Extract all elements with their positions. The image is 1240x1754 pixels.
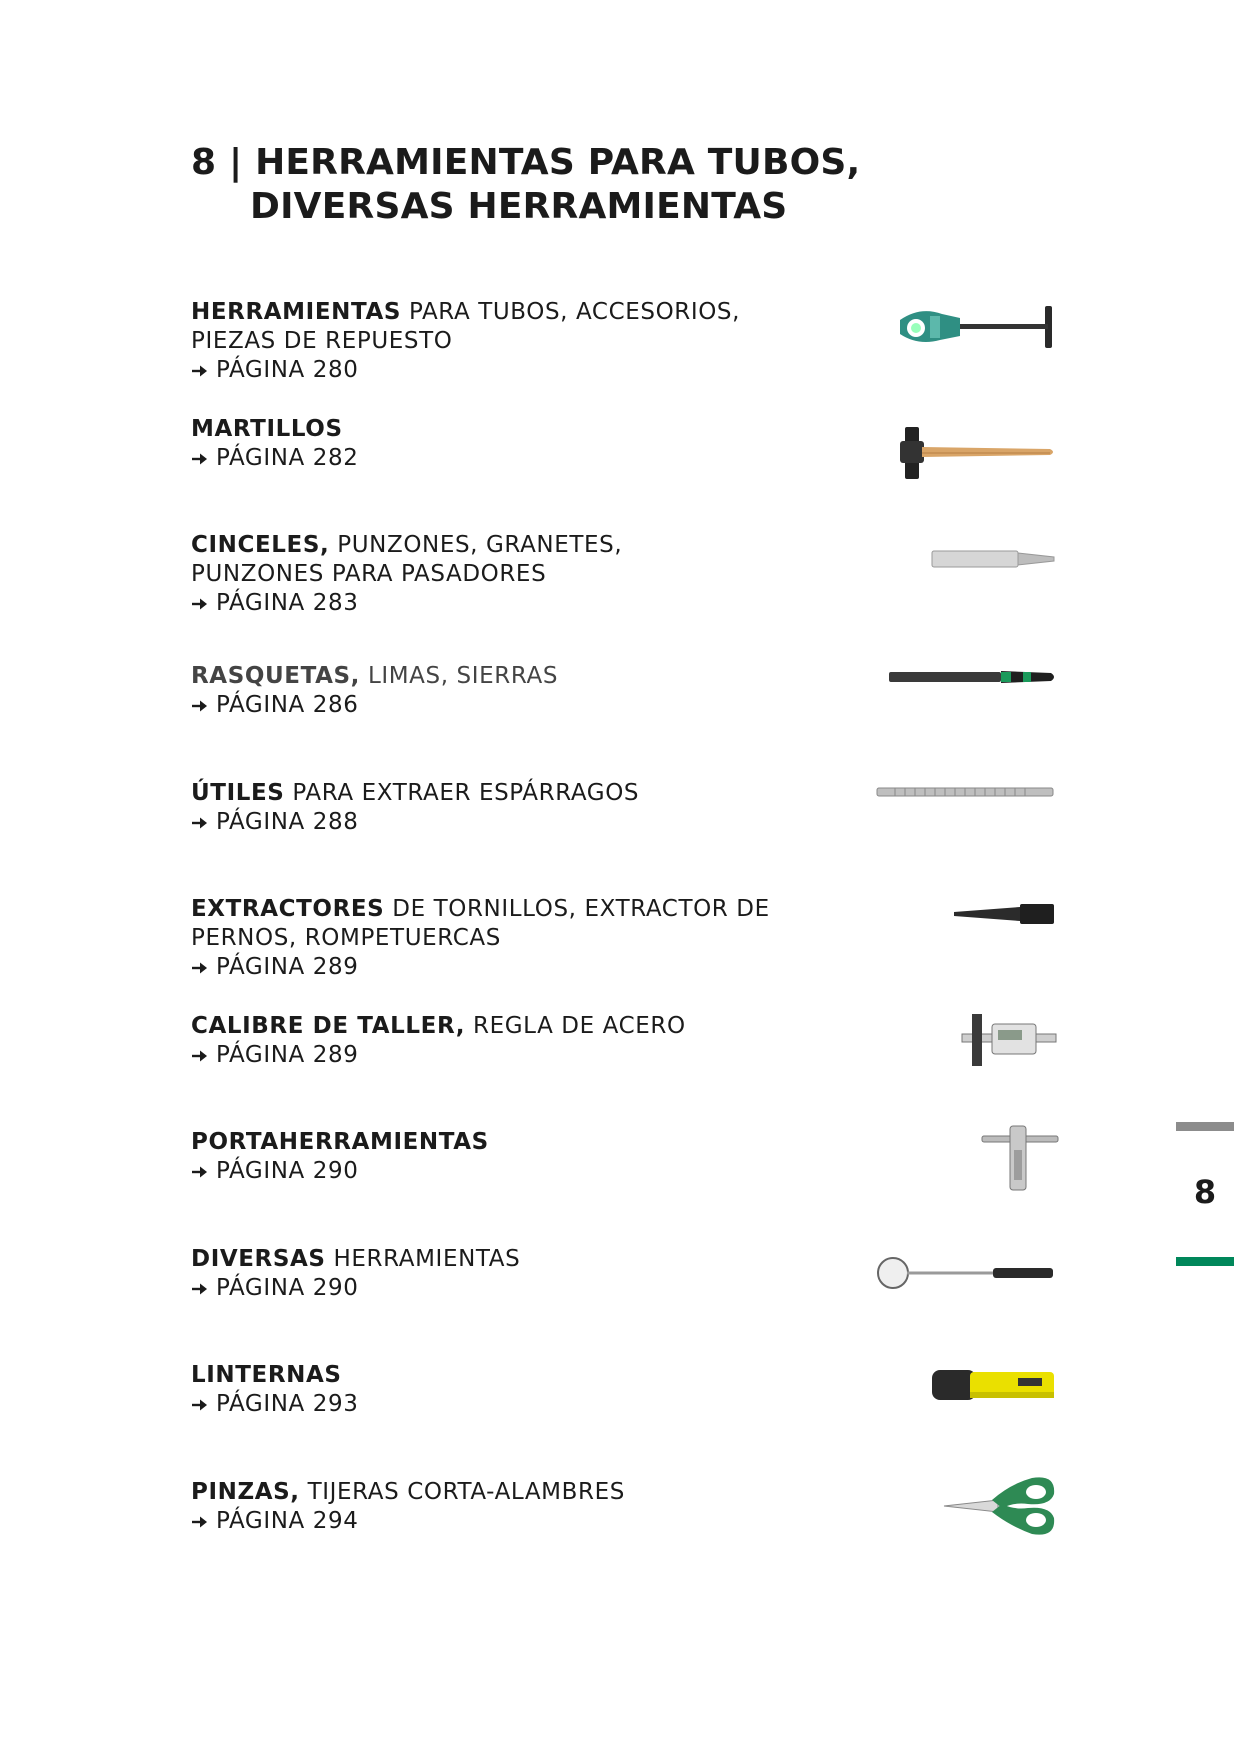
page-link[interactable]: PÁGINA 294 <box>191 1507 811 1536</box>
entry-heading: PINZAS, TIJERAS CORTA-ALAMBRES <box>191 1478 811 1507</box>
entry-heading: DIVERSAS HERRAMIENTAS <box>191 1245 811 1274</box>
page-link-label: PÁGINA 294 <box>216 1508 359 1534</box>
arrow-right-icon <box>192 817 207 828</box>
page-link-label: PÁGINA 289 <box>216 954 359 980</box>
entry-heading: EXTRACTORES DE TORNILLOS, EXTRACTOR DE P… <box>191 895 811 953</box>
catalog-entry-tool-holders: PORTAHERRAMIENTAS PÁGINA 290 <box>191 1128 811 1186</box>
arrow-right-icon <box>192 598 207 609</box>
page-link[interactable]: PÁGINA 288 <box>191 808 811 837</box>
hammer-icon <box>900 427 1053 479</box>
entry-heading-rest: PARA EXTRAER ESPÁRRAGOS <box>284 780 640 806</box>
entry-heading: CINCELES, PUNZONES, GRANETES, PUNZONES P… <box>191 531 811 589</box>
page-link-label: PÁGINA 290 <box>216 1158 359 1184</box>
page-link[interactable]: PÁGINA 282 <box>191 444 811 473</box>
page-link-label: PÁGINA 280 <box>216 357 359 383</box>
catalog-entry-pliers: PINZAS, TIJERAS CORTA-ALAMBRES PÁGINA 29… <box>191 1478 811 1536</box>
catalog-entry-stud-extractors: ÚTILES PARA EXTRAER ESPÁRRAGOS PÁGINA 28… <box>191 779 811 837</box>
entry-heading-bold: LINTERNAS <box>191 1362 342 1388</box>
page-link-label: PÁGINA 293 <box>216 1391 359 1417</box>
catalog-entry-hammers: MARTILLOS PÁGINA 282 <box>191 415 811 473</box>
file-tool-icon <box>889 671 1054 683</box>
chisel-icon <box>931 550 1055 568</box>
catalog-entry-various-tools: DIVERSAS HERRAMIENTAS PÁGINA 290 <box>191 1245 811 1303</box>
page-link[interactable]: PÁGINA 289 <box>191 953 811 982</box>
entry-heading-bold: ÚTILES <box>191 780 285 806</box>
entry-heading-bold: HERRAMIENTAS <box>191 299 402 325</box>
arrow-right-icon <box>192 962 207 973</box>
page-link[interactable]: PÁGINA 280 <box>191 356 811 385</box>
flashlight-icon <box>932 1370 1054 1400</box>
pipe-cutter-icon <box>900 306 1052 348</box>
entry-heading-bold: DIVERSAS <box>191 1246 326 1272</box>
arrow-right-icon <box>192 453 207 464</box>
catalog-entry-screw-extractors: EXTRACTORES DE TORNILLOS, EXTRACTOR DE P… <box>191 895 811 982</box>
entry-heading-rest: DE TORNILLOS, EXTRACTOR DE <box>384 896 770 922</box>
page-link-label: PÁGINA 282 <box>216 445 359 471</box>
tap-wrench-icon <box>981 1125 1059 1191</box>
chapter-tab-marker-top <box>1176 1122 1234 1131</box>
catalog-entry-chisels: CINCELES, PUNZONES, GRANETES, PUNZONES P… <box>191 531 811 618</box>
entry-heading-line-2: PUNZONES PARA PASADORES <box>191 561 547 587</box>
entry-heading-bold: PORTAHERRAMIENTAS <box>191 1129 489 1155</box>
entry-heading: CALIBRE DE TALLER, REGLA DE ACERO <box>191 1012 811 1041</box>
entry-heading-rest: TIJERAS CORTA-ALAMBRES <box>299 1479 625 1505</box>
screw-extractor-icon <box>954 904 1054 924</box>
entry-heading-rest: REGLA DE ACERO <box>465 1013 686 1039</box>
stud-extractor-icon <box>876 787 1054 797</box>
page-title: 8 | HERRAMIENTAS PARA TUBOS, DIVERSAS HE… <box>191 141 860 229</box>
entry-heading-rest: PARA TUBOS, ACCESORIOS, <box>401 299 741 325</box>
page-title-line-2: DIVERSAS HERRAMIENTAS <box>250 186 788 227</box>
entry-heading-bold: CALIBRE DE TALLER, <box>191 1013 466 1039</box>
entry-heading-bold: MARTILLOS <box>191 416 343 442</box>
entry-heading-bold: CINCELES, <box>191 532 330 558</box>
depth-caliper-icon <box>961 1014 1057 1066</box>
entry-heading: MARTILLOS <box>191 415 811 444</box>
arrow-right-icon <box>192 1050 207 1061</box>
entry-heading-rest: LIMAS, SIERRAS <box>360 663 559 689</box>
arrow-right-icon <box>192 1166 207 1177</box>
arrow-right-icon <box>192 1516 207 1527</box>
catalog-entry-pipe-tools: HERRAMIENTAS PARA TUBOS, ACCESORIOS, PIE… <box>191 298 811 385</box>
arrow-right-icon <box>192 700 207 711</box>
page-title-line-1: 8 | HERRAMIENTAS PARA TUBOS, <box>191 142 861 183</box>
chapter-tab-marker-bottom <box>1176 1257 1234 1266</box>
catalog-entry-scrapers: RASQUETAS, LIMAS, SIERRAS PÁGINA 286 <box>191 662 811 720</box>
entry-heading: ÚTILES PARA EXTRAER ESPÁRRAGOS <box>191 779 811 808</box>
entry-heading: HERRAMIENTAS PARA TUBOS, ACCESORIOS, PIE… <box>191 298 811 356</box>
entry-heading-bold: PINZAS, <box>191 1479 300 1505</box>
page-link-label: PÁGINA 288 <box>216 809 359 835</box>
page-link[interactable]: PÁGINA 290 <box>191 1274 811 1303</box>
page-link[interactable]: PÁGINA 290 <box>191 1157 811 1186</box>
page-link-label: PÁGINA 290 <box>216 1275 359 1301</box>
entry-heading-rest: HERRAMIENTAS <box>325 1246 521 1272</box>
inspection-mirror-icon <box>877 1257 1053 1289</box>
arrow-right-icon <box>192 1399 207 1410</box>
page-link-label: PÁGINA 286 <box>216 692 359 718</box>
entry-heading: RASQUETAS, LIMAS, SIERRAS <box>191 662 811 691</box>
chapter-number: 8 <box>1193 1173 1217 1211</box>
page-link-label: PÁGINA 283 <box>216 590 359 616</box>
page-link-label: PÁGINA 289 <box>216 1042 359 1068</box>
arrow-right-icon <box>192 1283 207 1294</box>
catalog-entry-calipers: CALIBRE DE TALLER, REGLA DE ACERO PÁGINA… <box>191 1012 811 1070</box>
entry-heading: LINTERNAS <box>191 1361 811 1390</box>
arrow-right-icon <box>192 365 207 376</box>
page-link[interactable]: PÁGINA 289 <box>191 1041 811 1070</box>
entry-heading: PORTAHERRAMIENTAS <box>191 1128 811 1157</box>
entry-heading-line-2: PIEZAS DE REPUESTO <box>191 328 453 354</box>
page-link[interactable]: PÁGINA 293 <box>191 1390 811 1419</box>
entry-heading-bold: RASQUETAS, <box>191 663 361 689</box>
catalog-entry-flashlights: LINTERNAS PÁGINA 293 <box>191 1361 811 1419</box>
page-link[interactable]: PÁGINA 283 <box>191 589 811 618</box>
entry-heading-bold: EXTRACTORES <box>191 896 385 922</box>
entry-heading-rest: PUNZONES, GRANETES, <box>329 532 623 558</box>
page-link[interactable]: PÁGINA 286 <box>191 691 811 720</box>
entry-heading-line-2: PERNOS, ROMPETUERCAS <box>191 925 501 951</box>
scissors-icon <box>943 1477 1055 1535</box>
